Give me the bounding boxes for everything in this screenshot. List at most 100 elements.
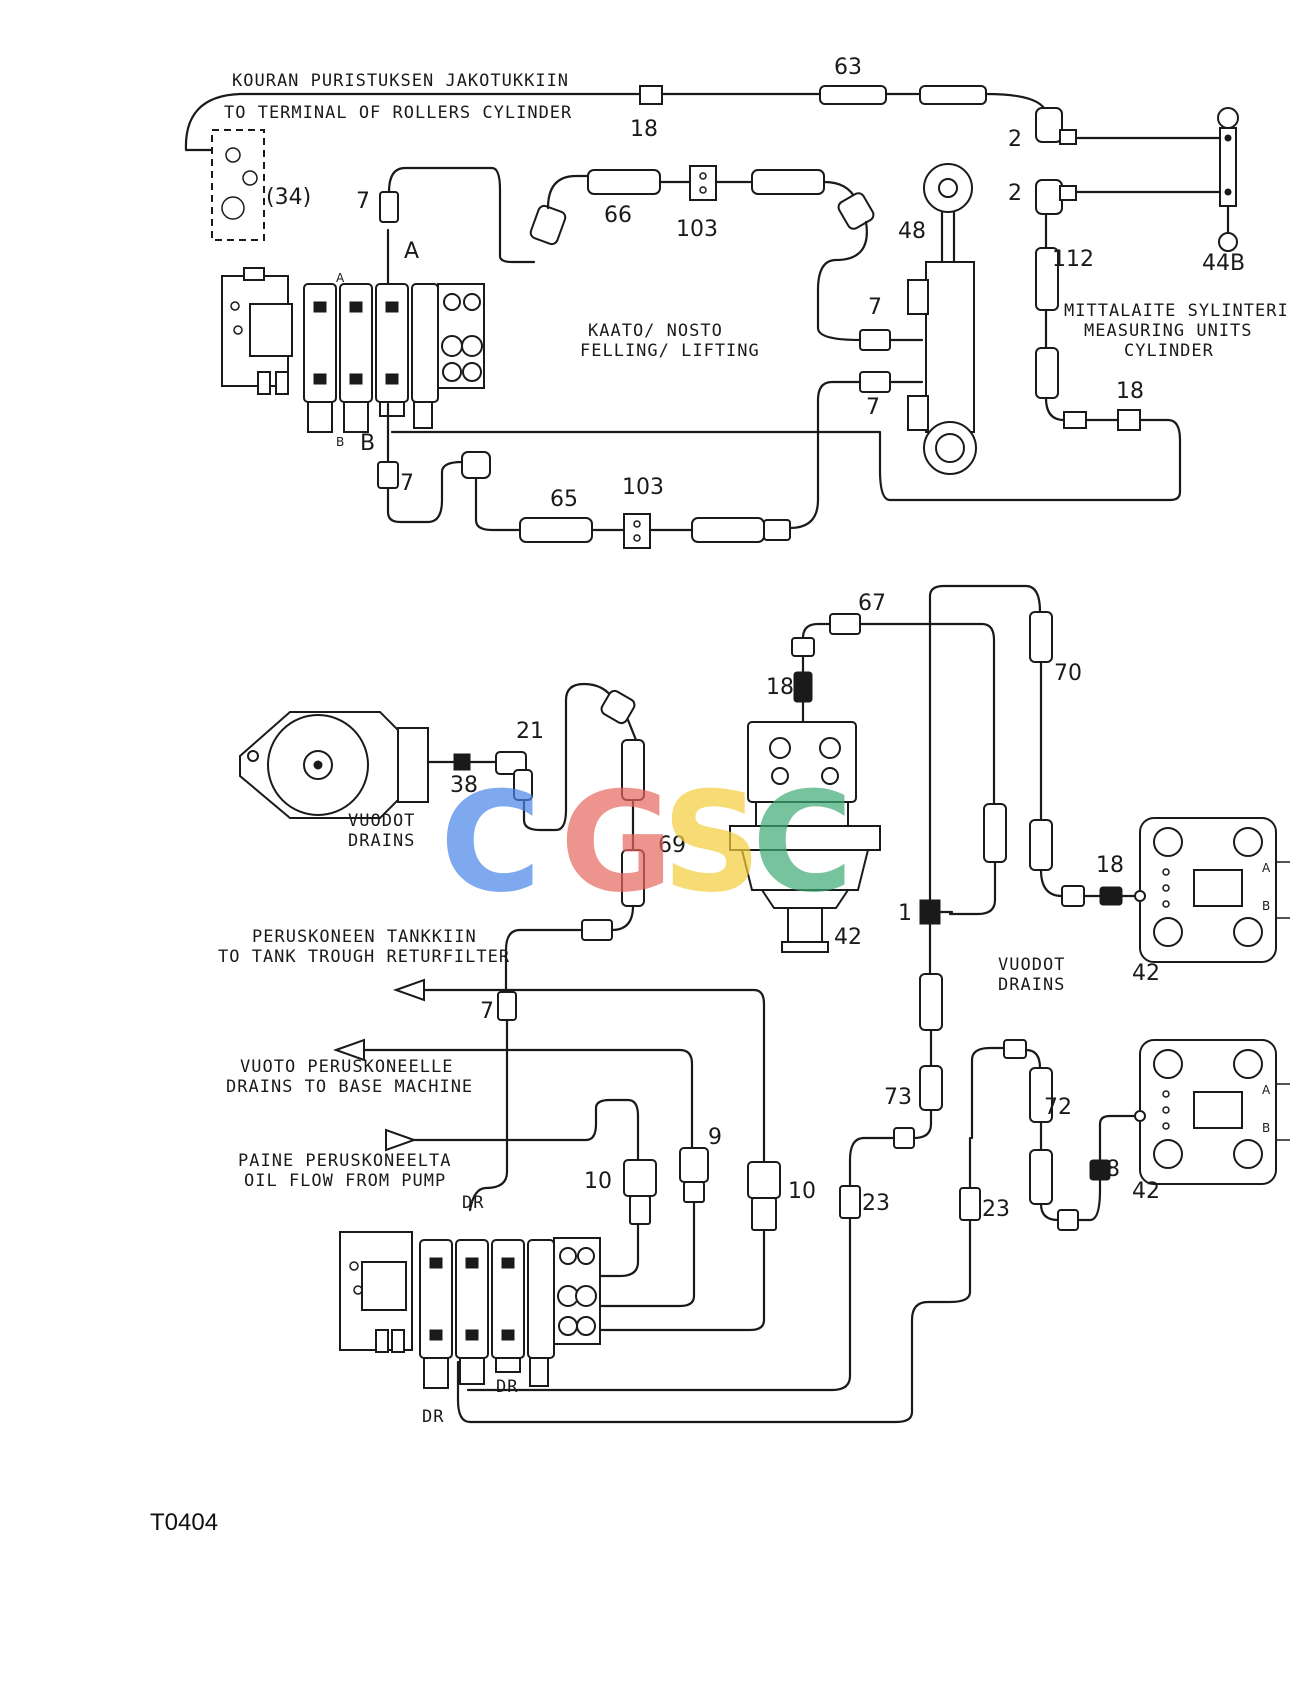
valve-small-b-label: B [336, 435, 344, 449]
part-73: 73 [884, 1085, 912, 1110]
part-10-right: 10 [788, 1179, 816, 1204]
part-18-right-motor: 18 [1096, 853, 1124, 878]
motor-42-right-upper [1134, 817, 1290, 963]
part-23-right: 23 [982, 1197, 1010, 1222]
hose-65 [519, 517, 593, 543]
hose-72-b [1029, 1149, 1053, 1205]
hose-66 [587, 169, 661, 195]
grip-manifold-block [211, 129, 265, 241]
part-9: 9 [708, 1125, 722, 1150]
part-7-a: 7 [356, 189, 370, 214]
part-18-right: 18 [1116, 379, 1144, 404]
to-tank-label-fi: PERUSKONEEN TANKKIIN [252, 927, 477, 947]
motor-42-center [729, 721, 881, 953]
motor-port-b-lower: B [1262, 1121, 1270, 1135]
hose-63-b [919, 85, 987, 105]
hose-66-b [751, 169, 825, 195]
part-42-right-upper: 42 [1132, 961, 1160, 986]
fitting-7-a [379, 191, 399, 223]
part-103-top: 103 [676, 217, 718, 242]
drawing-code: T0404 [150, 1509, 218, 1536]
part-10-left: 10 [584, 1169, 612, 1194]
part-67: 67 [858, 591, 886, 616]
drains-base-label-fi: VUOTO PERUSKONEELLE [240, 1057, 453, 1077]
note-grip-manifold: KOURAN PURISTUKSEN JAKOTUKKIIN [232, 71, 569, 91]
part-23-left: 23 [862, 1191, 890, 1216]
control-valve-bottom [339, 1231, 601, 1389]
motor-port-b-upper: B [1262, 899, 1270, 913]
fitting-9 [679, 1147, 709, 1183]
part-42-center: 42 [834, 925, 862, 950]
hose-67-b [983, 803, 1007, 863]
fitting-7-b [377, 461, 399, 489]
part-21: 21 [516, 719, 544, 744]
hose-70 [1029, 611, 1053, 663]
part-2-lower: 2 [1008, 181, 1022, 206]
drains-left-label-en: DRAINS [348, 831, 415, 851]
dr-label-bottom: DR [422, 1407, 444, 1427]
fitting-18-top [639, 85, 663, 105]
elbow-66 [529, 204, 567, 246]
clamp-103-top [689, 165, 717, 201]
watermark-c-green: C [752, 762, 853, 923]
hose-65-b [691, 517, 765, 543]
measuring-cylinder-44b [1217, 107, 1239, 252]
fitting-18-center [793, 671, 813, 703]
elbow-65 [461, 451, 491, 479]
part-18-lower-motor: 18 [1092, 1157, 1120, 1182]
part-69: 69 [658, 833, 686, 858]
felling-cylinder-48 [907, 163, 977, 475]
watermark-c-blue: C [440, 762, 541, 923]
watermark-s-yellow: S [662, 762, 761, 923]
motor-port-a-upper: A [1262, 861, 1271, 875]
hose-67 [829, 613, 861, 635]
pressure-label-fi: PAINE PERUSKONEELTA [238, 1151, 451, 1171]
hose-73-a [919, 973, 943, 1031]
motor-38 [239, 711, 533, 819]
part-18-top: 18 [630, 117, 658, 142]
watermark-logo: C G S C [440, 762, 853, 923]
labels: KOURAN PURISTUKSEN JAKOTUKKIIN TO TERMIN… [150, 55, 1288, 1536]
part-7-c: 7 [868, 295, 882, 320]
part-34: (34) [266, 185, 311, 210]
hose-63-a [819, 85, 887, 105]
part-70: 70 [1054, 661, 1082, 686]
tee-fitting-1 [919, 899, 941, 925]
elbow-fitting-2-upper [1035, 107, 1063, 143]
motor-port-a-lower: A [1262, 1083, 1271, 1097]
fitting-23-right [959, 1187, 981, 1221]
motor-42-right-lower [1134, 1039, 1290, 1185]
pressure-label-en: OIL FLOW FROM PUMP [244, 1171, 446, 1191]
arrow-pressure-from-pump [385, 1128, 417, 1152]
watermark-g-red: G [560, 762, 673, 923]
felling-label-en: FELLING/ LIFTING [580, 341, 760, 361]
port-a-label: A [404, 239, 419, 264]
part-112: 112 [1052, 247, 1094, 272]
note-rollers-cylinder: TO TERMINAL OF ROLLERS CYLINDER [224, 103, 572, 123]
part-103-bottom: 103 [622, 475, 664, 500]
part-48: 48 [898, 219, 926, 244]
part-1: 1 [898, 901, 912, 926]
drains-base-label-en: DRAINS TO BASE MACHINE [226, 1077, 473, 1097]
fitting-18-right-motor [1099, 886, 1123, 906]
part-7-b: 7 [400, 471, 414, 496]
part-44b: 44B [1202, 251, 1245, 276]
part-18-center: 18 [766, 675, 794, 700]
fitting-7-d [859, 371, 891, 393]
felling-label-fi: KAATO/ NOSTO [588, 321, 723, 341]
part-63: 63 [834, 55, 862, 80]
part-38: 38 [450, 773, 478, 798]
fitting-10-left [623, 1159, 657, 1197]
bottom-section [239, 584, 1290, 1424]
to-tank-label-en: TO TANK TROUGH RETURFILTER [218, 947, 510, 967]
hose-112-b [1035, 347, 1059, 399]
drains-right-label-en: DRAINS [998, 975, 1065, 995]
part-7-e: 7 [480, 999, 494, 1024]
measuring-label-en1: MEASURING UNITS [1084, 321, 1253, 341]
part-65: 65 [550, 487, 578, 512]
hose-73-b [919, 1065, 943, 1111]
part-66: 66 [604, 203, 632, 228]
measuring-label-en2: CYLINDER [1124, 341, 1214, 361]
fitting-18-right [1117, 409, 1141, 431]
